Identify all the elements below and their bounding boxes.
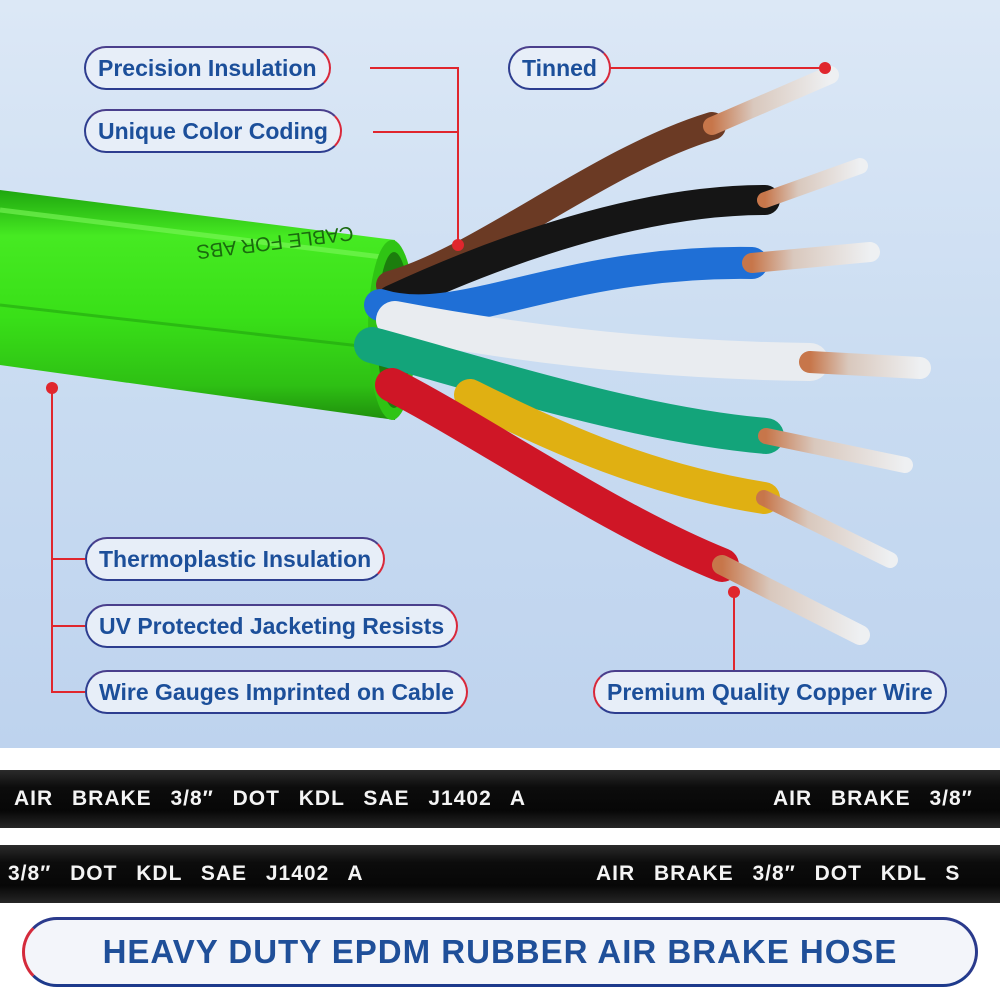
wire-red (375, 368, 739, 582)
title-banner: HEAVY DUTY EPDM RUBBER AIR BRAKE HOSE (22, 917, 978, 987)
callout-precision-insulation: Precision Insulation (84, 46, 331, 90)
leader-dots (46, 62, 831, 598)
wire-black (377, 185, 780, 315)
banner-title: HEAVY DUTY EPDM RUBBER AIR BRAKE HOSE (102, 933, 898, 970)
callout-premium-copper: Premium Quality Copper Wire (593, 670, 947, 714)
callout-unique-color-coding: Unique Color Coding (84, 109, 342, 153)
cable-jacket (0, 190, 416, 420)
wire-white (376, 301, 829, 381)
product-photo: CABLE FOR ABS Precis (0, 0, 1000, 748)
hose-2-print-b: AIR BRAKE 3/8″ DOT KDL S (596, 862, 961, 885)
hose-1: AIR BRAKE 3/8″ DOT KDL SAE J1402 A AIR B… (0, 770, 1000, 828)
wire-green (354, 327, 784, 454)
hose-1-print-b: AIR BRAKE 3/8″ (773, 787, 973, 810)
cable-illustration: CABLE FOR ABS (0, 62, 931, 693)
hose-2: 3/8″ DOT KDL SAE J1402 A AIR BRAKE 3/8″ … (0, 845, 1000, 903)
wire-yellow (454, 379, 780, 514)
callout-wire-gauges: Wire Gauges Imprinted on Cable (85, 670, 469, 714)
callout-tinned: Tinned (508, 46, 611, 90)
leader-lines (51, 67, 825, 693)
copper-strands (703, 66, 931, 645)
callout-uv-protected: UV Protected Jacketing Resists (85, 604, 459, 648)
callout-thermoplastic-insulation: Thermoplastic Insulation (85, 537, 386, 581)
hose-1-print-a: AIR BRAKE 3/8″ DOT KDL SAE J1402 A (14, 787, 526, 810)
hose-2-print-a: 3/8″ DOT KDL SAE J1402 A (8, 862, 364, 885)
